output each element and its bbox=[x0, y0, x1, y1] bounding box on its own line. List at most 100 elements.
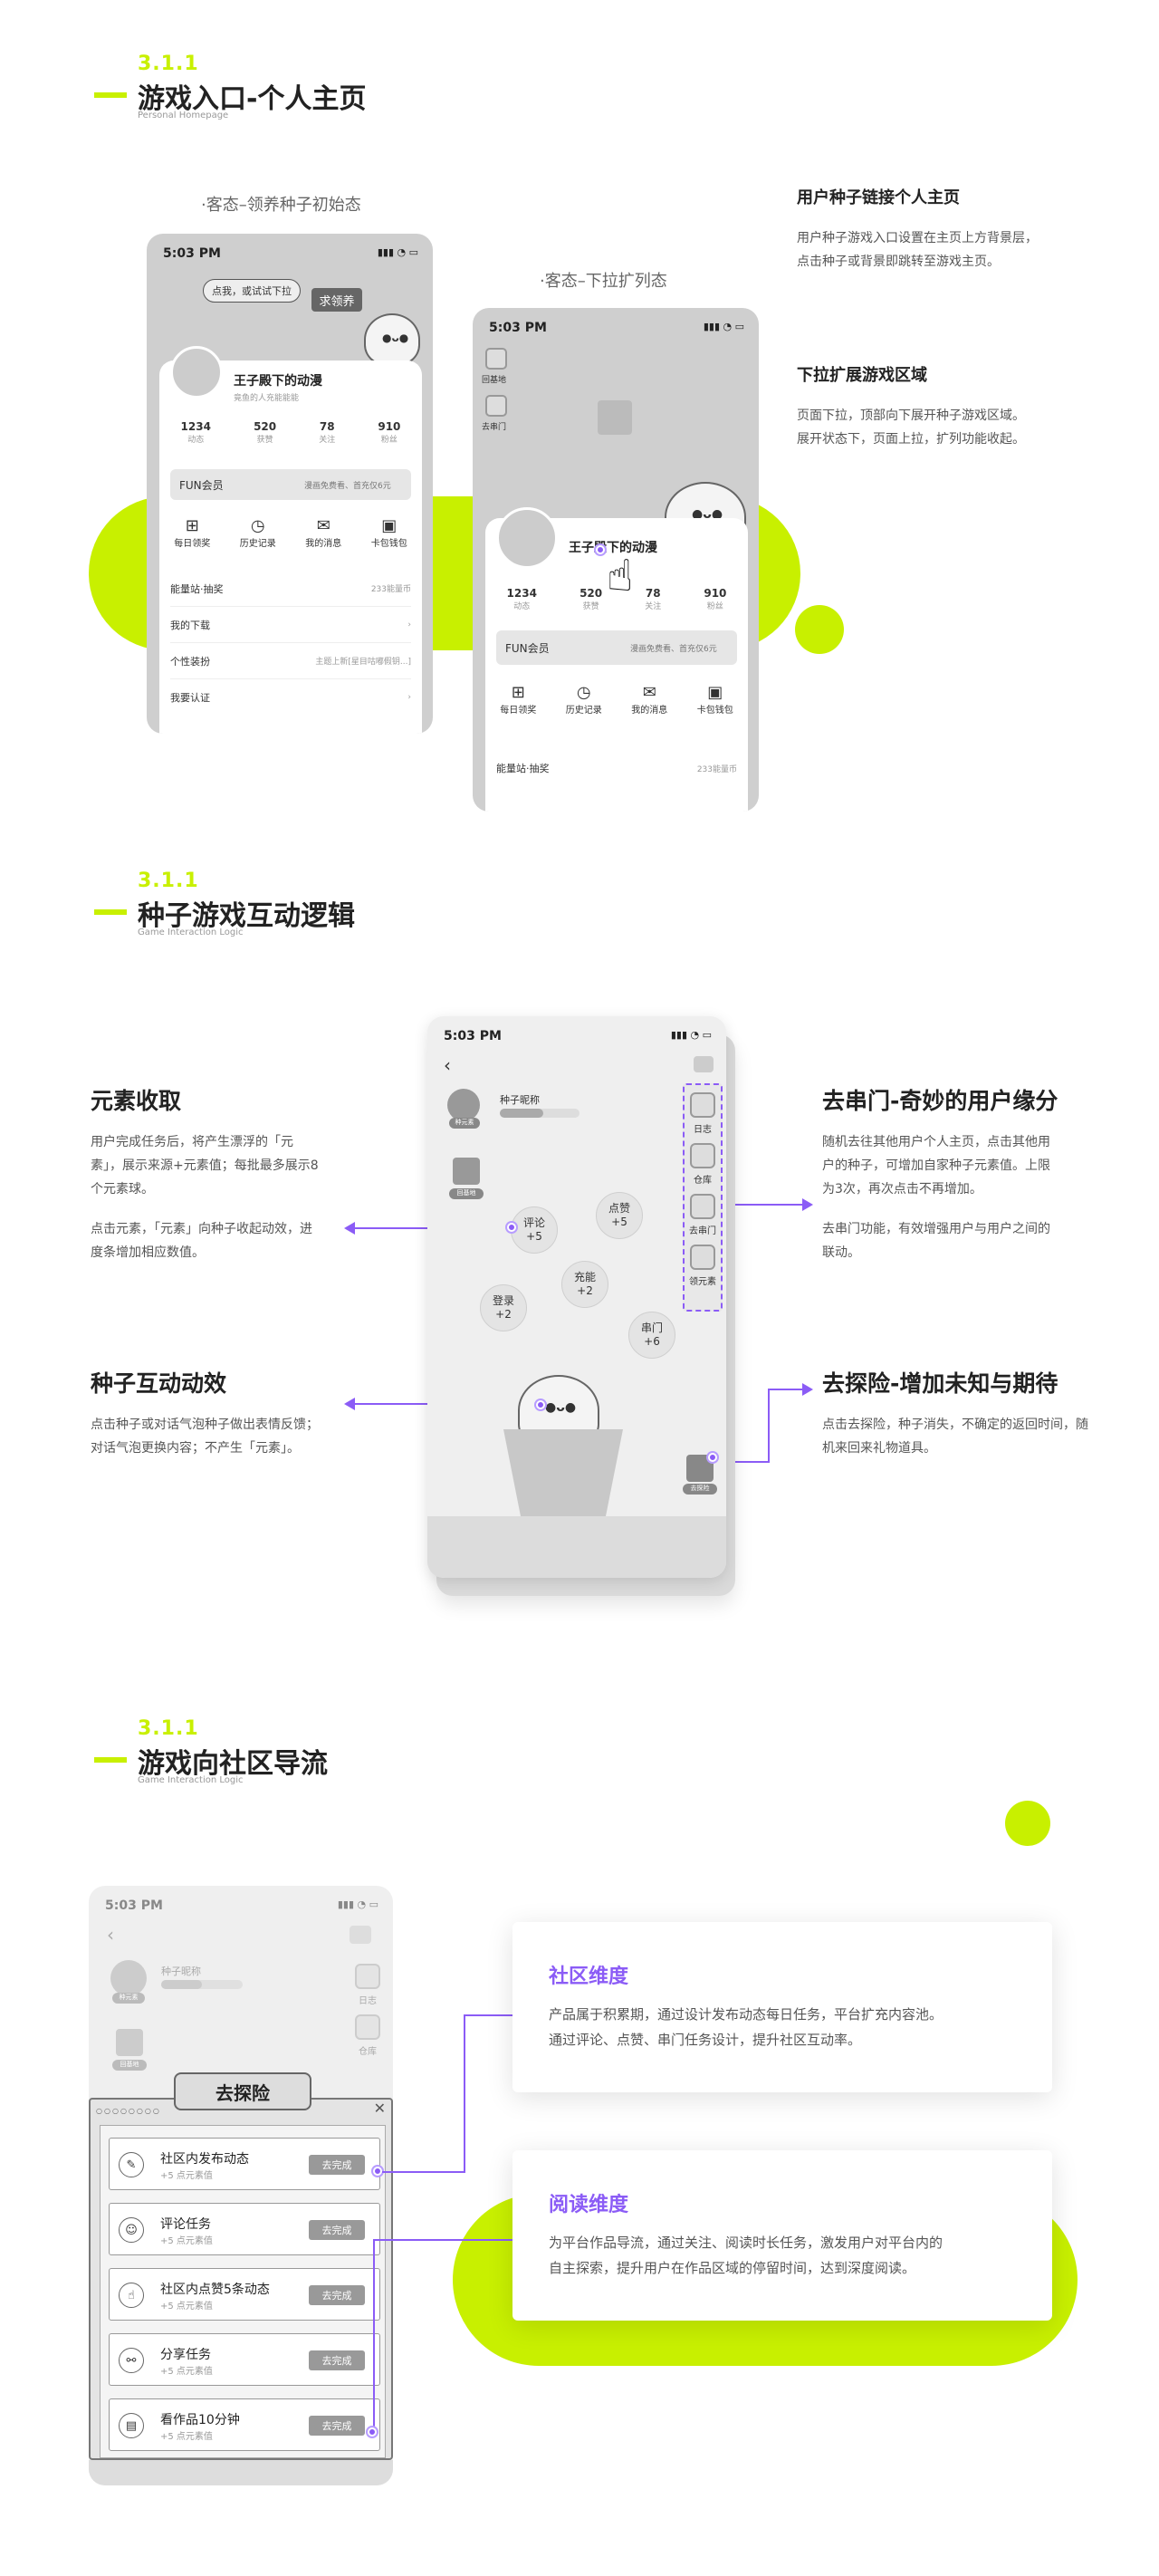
connector-line bbox=[373, 2239, 375, 2431]
vip-banner[interactable]: FUN会员 漫画免费看、首充仅6元 bbox=[170, 469, 411, 500]
status-icons: ▮▮▮ ◔ ▭ bbox=[337, 1898, 378, 1910]
gift-icon: ⊞ bbox=[511, 683, 525, 702]
seed-avatar-icon[interactable] bbox=[447, 1089, 480, 1121]
task-item[interactable]: ☝社区内点赞5条动态+5 点元素值去完成 bbox=[109, 2268, 380, 2321]
quick-icon-wallet[interactable]: ▣卡包钱包 bbox=[370, 516, 407, 549]
task-item[interactable]: ▤看作品10分钟+5 点元素值去完成 bbox=[109, 2398, 380, 2451]
home-base-icon[interactable] bbox=[116, 2029, 143, 2056]
complete-button[interactable]: 去完成 bbox=[309, 2416, 365, 2436]
speech-bubble[interactable]: 点我，或试试下拉 bbox=[203, 279, 301, 303]
quick-icon-daily[interactable]: ⊞每日领奖 bbox=[500, 683, 537, 716]
adopt-tag[interactable]: 求领养 bbox=[311, 288, 362, 312]
seed-nickname: 种子昵称 bbox=[500, 1094, 540, 1106]
camera-icon[interactable] bbox=[350, 1926, 371, 1944]
connector-line bbox=[464, 2014, 465, 2173]
complete-button[interactable]: 去完成 bbox=[309, 2350, 365, 2370]
touch-point-dot bbox=[368, 2427, 377, 2437]
bottom-ground bbox=[427, 1516, 726, 1578]
task-item[interactable]: ⚯分享任务+5 点元素值去完成 bbox=[109, 2333, 380, 2386]
book-icon: ▤ bbox=[119, 2413, 144, 2438]
element-bubble-visit[interactable]: 串门+6 bbox=[628, 1312, 675, 1359]
visit-icon[interactable] bbox=[690, 1194, 715, 1219]
seed-avatar-icon[interactable] bbox=[110, 1960, 147, 1996]
complete-button[interactable]: 去完成 bbox=[309, 2220, 365, 2240]
seed-nickname: 种子昵称 bbox=[161, 1966, 201, 1977]
heading-explore: 去探险-增加未知与期待 bbox=[822, 1370, 1058, 1397]
quick-icon-wallet[interactable]: ▣卡包钱包 bbox=[696, 683, 733, 716]
quick-icon-message[interactable]: ✉我的消息 bbox=[305, 516, 342, 549]
quick-icons-row: ⊞每日领奖 ◷历史记录 ✉我的消息 ▣卡包钱包 bbox=[159, 516, 422, 549]
level-tag: 种元素 bbox=[449, 1118, 480, 1129]
like-icon: ☝ bbox=[119, 2283, 144, 2308]
element-bubble-charge[interactable]: 充能+2 bbox=[561, 1261, 608, 1308]
back-icon[interactable]: ‹ bbox=[444, 1054, 451, 1076]
seed-character-icon[interactable]: ●ᴗ● bbox=[364, 313, 420, 366]
element-bubble-login[interactable]: 登录+2 bbox=[480, 1284, 527, 1331]
menu-item[interactable]: 个性装扮主题上新[星目咕嘟假钥...] bbox=[170, 643, 411, 679]
section-accent-bar bbox=[94, 1757, 127, 1763]
wallet-icon: ▣ bbox=[707, 683, 723, 702]
text-line: 为3次，再次点击不再增加。 bbox=[822, 1182, 982, 1197]
get-element-icon[interactable] bbox=[690, 1245, 715, 1270]
connector-line bbox=[768, 1389, 770, 1463]
menu-item[interactable]: 我的下载› bbox=[170, 607, 411, 643]
complete-button[interactable]: 去完成 bbox=[309, 2155, 365, 2175]
menu-item[interactable]: 我要认证› bbox=[170, 692, 411, 704]
complete-button[interactable]: 去完成 bbox=[309, 2285, 365, 2305]
text-line: 点击元素，「元素」向种子收起动效，进 bbox=[91, 1222, 312, 1236]
close-icon[interactable]: ✕ bbox=[373, 2100, 386, 2117]
text-line: 户的种子，可增加自家种子元素值。上限 bbox=[822, 1158, 1050, 1173]
quick-icon-message[interactable]: ✉我的消息 bbox=[631, 683, 668, 716]
panel-text: 为平台作品导流，通过关注、阅读时长任务，激发用户对平台内的 bbox=[549, 2235, 943, 2251]
arrow-right-icon bbox=[802, 1198, 813, 1211]
explore-label: 去探险 bbox=[683, 1484, 717, 1495]
quick-icon-history[interactable]: ◷历史记录 bbox=[239, 516, 276, 549]
log-icon[interactable] bbox=[690, 1092, 715, 1118]
avatar[interactable] bbox=[496, 507, 558, 569]
gift-icon: ⊞ bbox=[185, 516, 199, 535]
camera-icon[interactable] bbox=[694, 1056, 714, 1072]
comment-icon: ☺ bbox=[119, 2217, 144, 2243]
storage-icon[interactable] bbox=[355, 2014, 380, 2040]
status-time: 5:03 PM bbox=[444, 1029, 502, 1043]
panel-text: 通过评论、点赞、串门任务设计，提升社区互动率。 bbox=[549, 2032, 862, 2048]
quick-icon-daily[interactable]: ⊞每日领奖 bbox=[174, 516, 211, 549]
element-bubble-comment[interactable]: 评论+5 bbox=[511, 1206, 558, 1254]
touch-point-dot bbox=[373, 2167, 382, 2176]
storage-label: 仓库 bbox=[359, 2047, 377, 2057]
task-item[interactable]: ☺评论任务+5 点元素值去完成 bbox=[109, 2203, 380, 2255]
visit-icon[interactable] bbox=[485, 395, 507, 417]
quick-icon-history[interactable]: ◷历史记录 bbox=[565, 683, 602, 716]
vip-banner[interactable]: FUN会员 漫画免费看、首充仅6元 bbox=[496, 630, 737, 665]
vip-tip: 漫画免费看、首充仅6元 bbox=[630, 645, 717, 654]
storage-icon[interactable] bbox=[690, 1143, 715, 1168]
avatar[interactable] bbox=[170, 346, 223, 399]
log-icon[interactable] bbox=[355, 1964, 380, 1989]
heading-seed-interaction: 种子互动动效 bbox=[91, 1370, 227, 1397]
log-label: 日志 bbox=[694, 1125, 712, 1135]
home-base-icon[interactable] bbox=[453, 1158, 480, 1185]
back-icon[interactable]: ‹ bbox=[107, 1924, 114, 1946]
element-bubble-like[interactable]: 点赞+5 bbox=[596, 1192, 643, 1239]
section-subtitle: Personal Homepage bbox=[138, 111, 229, 120]
phone-pulldown-state: 5:03 PM ▮▮▮ ◔ ▭ 回基地 去串门 ●ᴗ● 王子殿下的动漫 1234… bbox=[473, 308, 759, 812]
home-base-icon[interactable] bbox=[485, 348, 507, 370]
task-item[interactable]: ✎社区内发布动态+5 点元素值去完成 bbox=[109, 2138, 380, 2190]
text-line: 个元素球。 bbox=[91, 1182, 154, 1197]
vip-label: FUN会员 bbox=[179, 479, 224, 492]
modal-title: 去探险 bbox=[174, 2072, 311, 2110]
get-element-label: 领元素 bbox=[689, 1277, 716, 1287]
